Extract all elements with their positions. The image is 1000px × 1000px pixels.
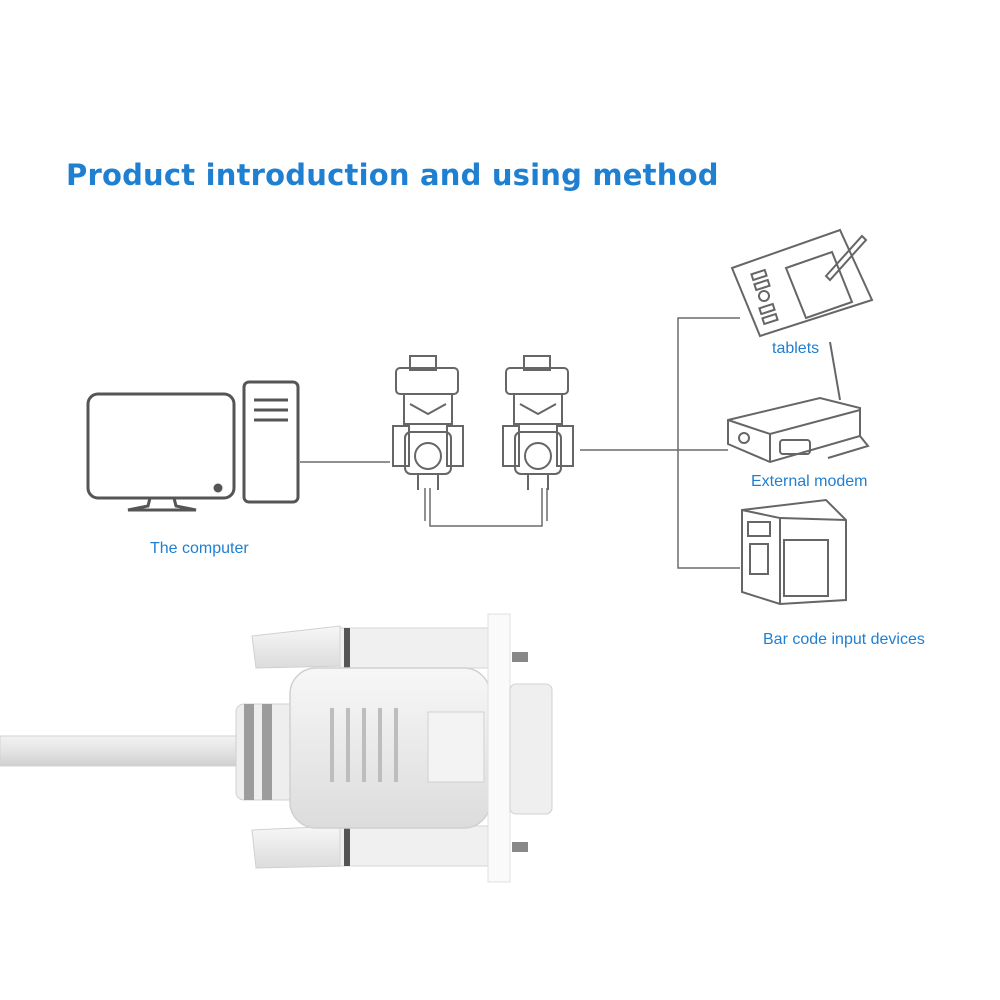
external-modem-label: External modem xyxy=(751,473,868,490)
computer-label: The computer xyxy=(150,540,249,557)
db9-connector-icon xyxy=(502,355,574,490)
tablet-icon xyxy=(730,228,874,338)
db9-plug-illustration xyxy=(0,613,553,883)
monitor-icon xyxy=(86,392,236,512)
barcode-devices-label: Bar code input devices xyxy=(763,631,925,648)
tablets-label: tablets xyxy=(772,340,820,357)
printer-icon xyxy=(741,498,847,606)
pc-tower-icon xyxy=(242,380,300,504)
modem-icon xyxy=(727,341,870,464)
page-title: Product introduction and using method xyxy=(66,158,719,192)
connection-lines xyxy=(300,317,740,569)
db9-connector-icon xyxy=(392,355,464,490)
